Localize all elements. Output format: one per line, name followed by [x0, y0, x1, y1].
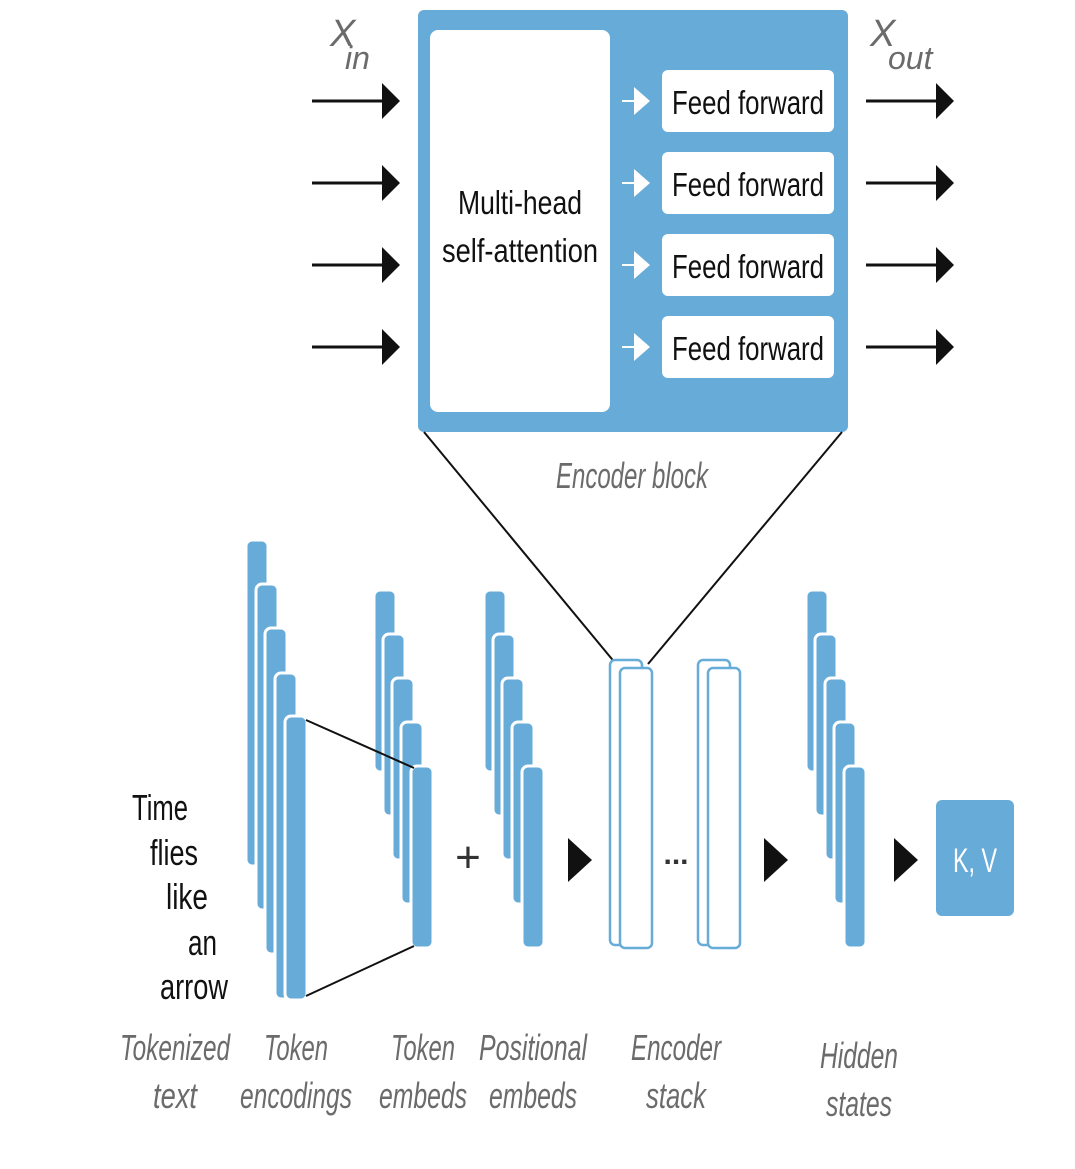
caption-pos-emb-2: embeds	[489, 1075, 577, 1116]
x-in-label: X in	[329, 13, 370, 76]
kv-label: K, V	[953, 842, 997, 880]
ellipsis: ...	[663, 838, 688, 871]
caption-hidden-1: Hidden	[820, 1035, 898, 1076]
caption-token-emb-1: Token	[391, 1027, 455, 1068]
token-word: Time	[132, 787, 188, 828]
feed-forward-box	[662, 70, 834, 132]
encoder-layer-first	[608, 658, 654, 950]
caption-tokenized-1: Tokenized	[120, 1027, 231, 1068]
encoding-bar	[283, 714, 309, 1002]
zoom-line-right	[647, 431, 843, 665]
feed-forward-label: Feed forward	[672, 330, 824, 367]
small-arrow-icon	[622, 251, 650, 279]
token-word: like	[166, 876, 208, 917]
token-encodings	[244, 538, 309, 1002]
small-arrow-icon	[622, 169, 650, 197]
output-arrows	[866, 83, 954, 365]
token-word: flies	[150, 832, 198, 873]
projection-line-top	[305, 719, 415, 769]
projection-lines	[305, 719, 415, 997]
projection-line-bottom	[305, 945, 415, 997]
feed-forward-2: Feed forward	[662, 152, 834, 214]
attention-label-line2: self-attention	[442, 232, 598, 269]
positional-bar	[520, 764, 546, 950]
embed-bar	[409, 764, 435, 950]
input-arrow-icon	[312, 165, 400, 201]
caption-token-enc-2: encodings	[240, 1075, 352, 1116]
feed-forward-box	[662, 234, 834, 296]
arrow-right-icon	[764, 838, 788, 882]
hidden-bar	[842, 764, 868, 950]
output-arrow-icon	[866, 329, 954, 365]
token-embeds	[372, 588, 435, 950]
encoder-block: Multi-head self-attention Feed forward F…	[312, 10, 954, 496]
positional-embeds	[482, 588, 546, 950]
output-arrow-icon	[866, 247, 954, 283]
feed-forward-box	[662, 152, 834, 214]
token-word: an	[188, 922, 217, 963]
pipeline-captions: Tokenized text Token encodings Token emb…	[120, 1027, 898, 1124]
arrow-right-icon	[568, 838, 592, 882]
small-arrow-icon	[622, 87, 650, 115]
encoder-block-caption: Encoder block	[556, 455, 709, 496]
pipeline-arrows	[568, 838, 918, 882]
encoder-stack	[608, 658, 742, 950]
feed-forward-label: Feed forward	[672, 84, 824, 121]
attention-box	[430, 30, 610, 412]
caption-tokenized-2: text	[153, 1075, 199, 1116]
tokenized-text: Time flies like an arrow	[132, 787, 229, 1007]
arrow-right-icon	[894, 838, 918, 882]
x-out-label: X out	[869, 13, 934, 76]
caption-encoder-stack-2: stack	[646, 1075, 707, 1116]
output-arrow-icon	[866, 165, 954, 201]
input-arrow-icon	[312, 329, 400, 365]
attention-label-line1: Multi-head	[458, 184, 582, 221]
zoom-lines	[423, 431, 843, 665]
caption-hidden-2: states	[826, 1083, 892, 1124]
input-arrows	[312, 83, 400, 365]
kv-box	[936, 800, 1014, 916]
output-arrow-icon	[866, 83, 954, 119]
feed-forward-1: Feed forward	[662, 70, 834, 132]
caption-encoder-stack-1: Encoder	[631, 1027, 722, 1068]
input-arrow-icon	[312, 83, 400, 119]
caption-pos-emb-1: Positional	[479, 1027, 588, 1068]
hidden-states	[804, 588, 868, 950]
attention-to-ffn-arrows	[622, 87, 650, 361]
feed-forward-4: Feed forward	[662, 316, 834, 378]
small-arrow-icon	[622, 333, 650, 361]
caption-token-emb-2: embeds	[379, 1075, 467, 1116]
feed-forward-label: Feed forward	[672, 166, 824, 203]
feed-forward-box	[662, 316, 834, 378]
input-arrow-icon	[312, 247, 400, 283]
encoder-layer-last	[696, 658, 742, 950]
plus-sign: +	[455, 833, 481, 882]
x-in-subscript: in	[345, 40, 370, 76]
zoom-line-left	[423, 431, 617, 665]
feed-forward-label: Feed forward	[672, 248, 824, 285]
token-word: arrow	[160, 966, 229, 1007]
caption-token-enc-1: Token	[264, 1027, 328, 1068]
kv-output: K, V	[936, 800, 1014, 916]
x-out-symbol: X	[869, 13, 897, 55]
feed-forward-3: Feed forward	[662, 234, 834, 296]
x-out-subscript: out	[888, 40, 934, 76]
x-in-symbol: X	[329, 13, 357, 55]
